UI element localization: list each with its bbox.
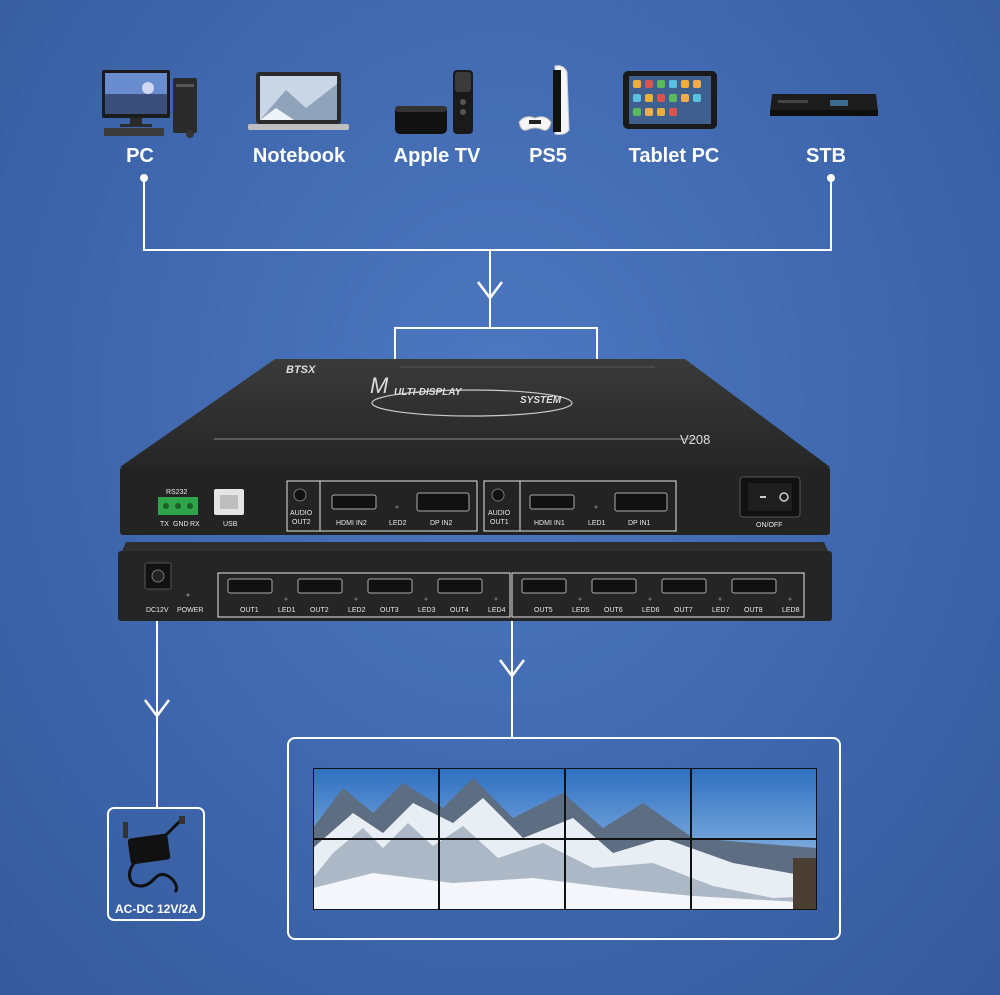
video-wall	[313, 768, 817, 910]
out-led5-label: LED5	[572, 607, 590, 614]
audio-out1-jack[interactable]	[491, 488, 505, 502]
source-down-arrow	[477, 281, 503, 301]
input-group-1	[483, 480, 677, 532]
source-bracket-line	[143, 178, 832, 251]
rs232-label: RS232	[166, 489, 188, 496]
hdmi-in2-port[interactable]	[331, 494, 377, 510]
output-group-2	[511, 572, 805, 618]
output-down-arrow	[499, 659, 525, 679]
tablet-icon	[623, 71, 717, 129]
logo-text-1: ULTI-DISPLAY	[394, 387, 463, 398]
led3-indicator	[424, 597, 428, 601]
source-label-stb: STB	[806, 145, 846, 167]
power-adapter-frame	[107, 807, 205, 921]
out2-label: OUT2	[310, 607, 329, 614]
led1-indicator	[284, 597, 288, 601]
device-top-lid	[120, 359, 830, 467]
multi-display-device: BTSX M ULTI-DISPLAY SYSTEM V208 RS232 TX…	[118, 359, 832, 621]
led5-indicator	[578, 597, 582, 601]
audio-out2-label-b: OUT2	[292, 519, 311, 526]
power-down-arrow	[144, 699, 170, 719]
led2-label: LED2	[389, 520, 407, 527]
svg-text:M: M	[370, 373, 389, 398]
out-led2-label: LED2	[348, 607, 366, 614]
hdmi-out2-port[interactable]	[297, 578, 343, 594]
power-adapter-label: AC-DC 12V/2A	[114, 902, 198, 916]
source-label-tablet: Tablet PC	[628, 145, 720, 167]
hdmi-in1-port[interactable]	[529, 494, 575, 510]
hdmi-out5-port[interactable]	[521, 578, 567, 594]
notebook-icon	[248, 72, 349, 130]
pc-icon	[102, 70, 197, 138]
hdmi-in2-label: HDMI IN2	[336, 520, 367, 527]
power-label: POWER	[177, 607, 203, 614]
hdmi-in1-label: HDMI IN1	[534, 520, 565, 527]
source-label-appletv: Apple TV	[393, 145, 481, 167]
out5-label: OUT5	[534, 607, 553, 614]
out6-label: OUT6	[604, 607, 623, 614]
source-label-ps5: PS5	[529, 145, 567, 167]
led6-indicator	[648, 597, 652, 601]
appletv-icon	[395, 70, 473, 134]
ps5-icon	[518, 65, 570, 135]
audio-out2-label: AUDIO	[290, 510, 313, 517]
hdmi-out4-port[interactable]	[437, 578, 483, 594]
dc12v-label: DC12V	[146, 607, 169, 614]
audio-out1-label-b: OUT1	[490, 519, 509, 526]
out-led4-label: LED4	[488, 607, 506, 614]
led7-indicator	[718, 597, 722, 601]
led4-indicator	[494, 597, 498, 601]
hdmi-out1-port[interactable]	[227, 578, 273, 594]
gnd-label: GND	[173, 521, 189, 528]
rx-label: RX	[190, 521, 200, 528]
logo-text-2: SYSTEM	[520, 395, 562, 406]
led8-indicator	[788, 597, 792, 601]
stb-icon	[770, 94, 878, 116]
hdmi-out3-port[interactable]	[367, 578, 413, 594]
out-led1-label: LED1	[278, 607, 296, 614]
dp-in2-port[interactable]	[416, 492, 470, 512]
hdmi-out8-port[interactable]	[731, 578, 777, 594]
out-led7-label: LED7	[712, 607, 730, 614]
out-led8-label: LED8	[782, 607, 800, 614]
audio-out2-jack[interactable]	[293, 488, 307, 502]
input-group-2	[286, 480, 478, 532]
tx-label: TX	[160, 521, 169, 528]
dp-in1-port[interactable]	[614, 492, 668, 512]
out-led3-label: LED3	[418, 607, 436, 614]
usb-label: USB	[223, 521, 238, 528]
output-group-1	[217, 572, 511, 618]
out4-label: OUT4	[450, 607, 469, 614]
hdmi-out7-port[interactable]	[661, 578, 707, 594]
dp-in2-label: DP IN2	[430, 520, 453, 527]
led2-indicator	[354, 597, 358, 601]
device-front-panel-top	[120, 467, 830, 535]
dp-in1-label: DP IN1	[628, 520, 651, 527]
source-label-notebook: Notebook	[252, 145, 346, 167]
onoff-label: ON/OFF	[756, 522, 782, 529]
power-adapter-icon	[123, 816, 185, 894]
video-wall-frame	[287, 737, 841, 940]
out3-label: OUT3	[380, 607, 399, 614]
source-label-pc: PC	[126, 145, 154, 167]
model-label: V208	[680, 432, 710, 447]
audio-out1-label: AUDIO	[488, 510, 511, 517]
led1-label: LED1	[588, 520, 606, 527]
out8-label: OUT8	[744, 607, 763, 614]
hdmi-out6-port[interactable]	[591, 578, 637, 594]
out-led6-label: LED6	[642, 607, 660, 614]
out7-label: OUT7	[674, 607, 693, 614]
brand-logo: BTSX	[286, 364, 316, 376]
out1-label: OUT1	[240, 607, 259, 614]
